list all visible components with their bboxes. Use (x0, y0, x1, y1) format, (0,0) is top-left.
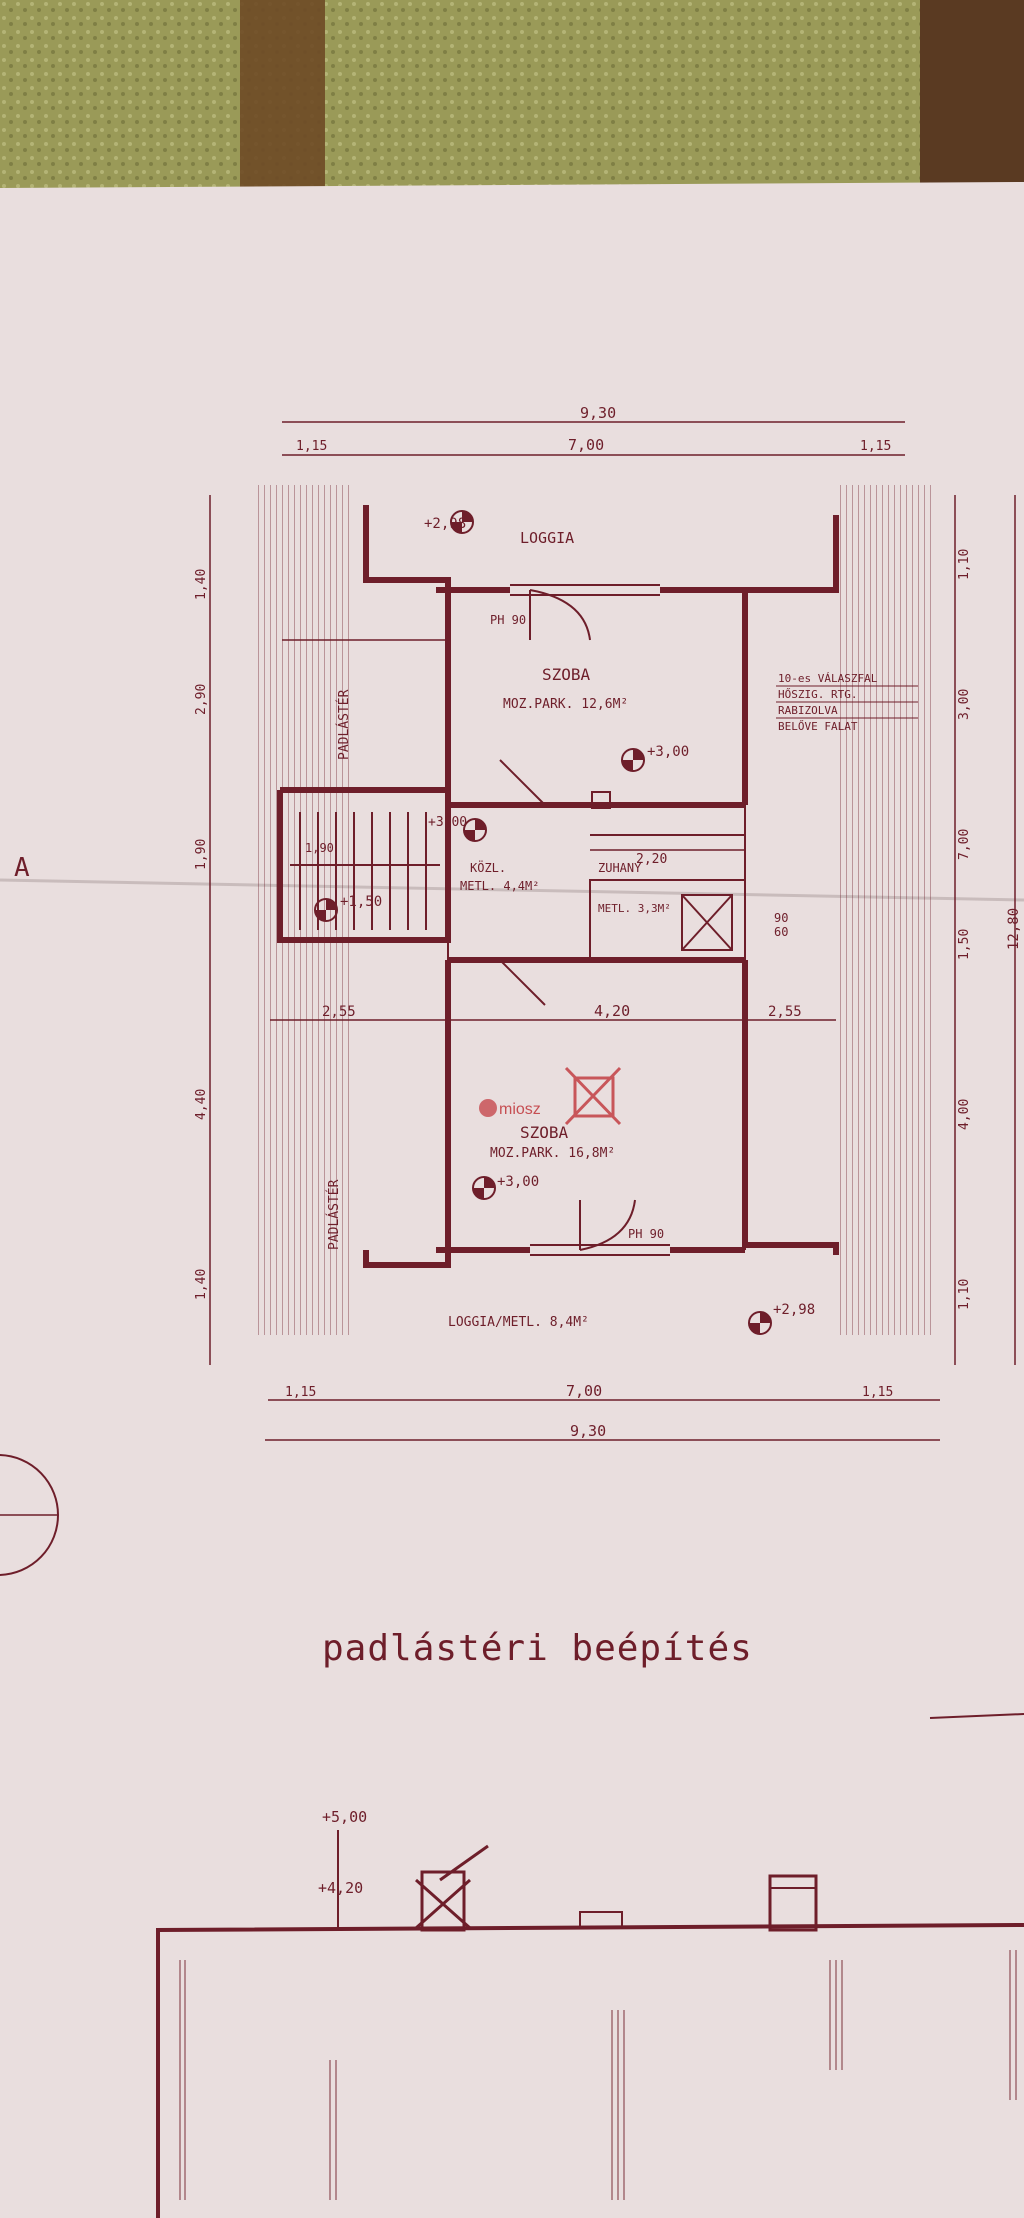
label-kozl: KÖZL. (470, 859, 506, 875)
svg-text:1,90: 1,90 (194, 839, 209, 870)
dim-room-width: 4,20 (594, 1002, 630, 1020)
level-szoba-bottom: +3,00 (497, 1174, 539, 1190)
elevation-level-ridge: +4,20 (318, 1879, 363, 1897)
drawing-caption: padlástéri beépítés (322, 1628, 753, 1669)
label-zuhany-floor: METL. 3,3M² (598, 902, 671, 915)
level-szoba-top: +3,00 (647, 744, 689, 760)
elevation-chimney-right (768, 1874, 818, 1932)
label-padlaster-top: PADLÁSTÉR (336, 689, 352, 760)
elevation-vent (579, 1911, 623, 1929)
wall-note: 10-es VÁLASZFAL HŐSZIG. RTG. RABIZOLVA B… (776, 672, 918, 733)
svg-text:1,10: 1,10 (957, 549, 972, 580)
level-hall: +3,00 (428, 815, 467, 830)
svg-text:1,40: 1,40 (194, 569, 209, 600)
label-loggia-top: LOGGIA (520, 529, 574, 547)
dim-inner-width: 7,00 (568, 436, 604, 454)
attic-floor-plan: LOGGIA SZOBA MOZ.PARK. 12,6M² KÖZL. METL… (14, 404, 1022, 1441)
label-kozl-floor: METL. 4,4M² (460, 879, 539, 893)
dim-total-top: 9,30 (580, 404, 616, 422)
elevation-level-top: +5,00 (322, 1808, 367, 1826)
svg-text:3,00: 3,00 (957, 689, 972, 720)
svg-text:10-es VÁLASZFAL: 10-es VÁLASZFAL (778, 672, 878, 685)
svg-text:1,10: 1,10 (957, 1279, 972, 1310)
dim-side-right: 2,55 (768, 1004, 802, 1020)
svg-text:4,40: 4,40 (194, 1089, 209, 1120)
svg-text:RABIZOLVA: RABIZOLVA (778, 704, 838, 717)
dim-left-eave: 1,15 (296, 439, 327, 454)
dim-side-left: 2,55 (322, 1004, 356, 1020)
svg-text:BELŐVE FALAT: BELŐVE FALAT (778, 719, 858, 733)
carpet-stripe (240, 0, 325, 200)
svg-text:7,00: 7,00 (957, 829, 972, 860)
dim-chain-right: 1,10 3,00 7,00 1,50 4,00 1,10 12,80 (957, 549, 1022, 1310)
svg-text:HŐSZIG. RTG.: HŐSZIG. RTG. (778, 687, 857, 701)
shower-tray (681, 894, 733, 951)
section-mark: A (14, 853, 30, 883)
label-szoba-top-floor: MOZ.PARK. 12,6M² (503, 697, 628, 712)
dim-stair: 1,90 (305, 841, 334, 855)
dim-inner-width-bottom: 7,00 (566, 1382, 602, 1400)
label-zuhany: ZUHANY (598, 861, 642, 875)
label-loggia-bottom: LOGGIA/METL. 8,4M² (448, 1315, 589, 1330)
dim-bath-door: 60 (774, 925, 788, 939)
dim-chain-left: 1,40 2,90 1,90 4,40 1,40 (194, 569, 209, 1300)
dim-total-bottom: 9,30 (570, 1422, 606, 1440)
dim-bath-door-h: 90 (774, 911, 788, 925)
dim-right-eave: 1,15 (860, 439, 891, 454)
watermark-logo: miosz (479, 1066, 622, 1126)
dim-window-b: PH 90 (628, 1227, 664, 1241)
elevation-chimney (420, 1870, 466, 1932)
svg-text:4,00: 4,00 (957, 1099, 972, 1130)
svg-text:miosz: miosz (499, 1101, 541, 1118)
dim-bath-width: 2,20 (636, 852, 667, 867)
svg-text:2,90: 2,90 (194, 684, 209, 715)
door-swing-top (529, 589, 591, 641)
level-loggia-top: +2,98 (424, 516, 466, 532)
svg-text:1,40: 1,40 (194, 1269, 209, 1300)
label-szoba-bottom-floor: MOZ.PARK. 16,8M² (490, 1146, 615, 1161)
dim-window-a: PH 90 (490, 613, 526, 627)
level-loggia-bottom: +2,98 (773, 1302, 815, 1318)
svg-text:1,50: 1,50 (957, 929, 972, 960)
door-swing-hall (499, 759, 546, 1006)
elevation-drawing: +5,00 +4,20 (156, 1808, 1024, 2218)
dim-overall-right: 12,80 (1006, 908, 1022, 950)
chimney (591, 791, 611, 809)
carpet-background (0, 0, 1024, 200)
level-markers (314, 510, 772, 1335)
bath-outline (589, 879, 746, 961)
attic-strip-right (838, 485, 936, 1335)
label-padlaster-bottom: PADLÁSTÉR (326, 1179, 342, 1250)
level-stair: +1,50 (340, 894, 382, 910)
door-swing-bottom (579, 1199, 636, 1251)
dim-left-eave-bottom: 1,15 (285, 1385, 316, 1400)
carpet-stripe-right (920, 0, 1024, 200)
label-szoba-bottom: SZOBA (520, 1123, 569, 1142)
label-szoba-top: SZOBA (542, 665, 591, 684)
dim-right-eave-bottom: 1,15 (862, 1385, 893, 1400)
